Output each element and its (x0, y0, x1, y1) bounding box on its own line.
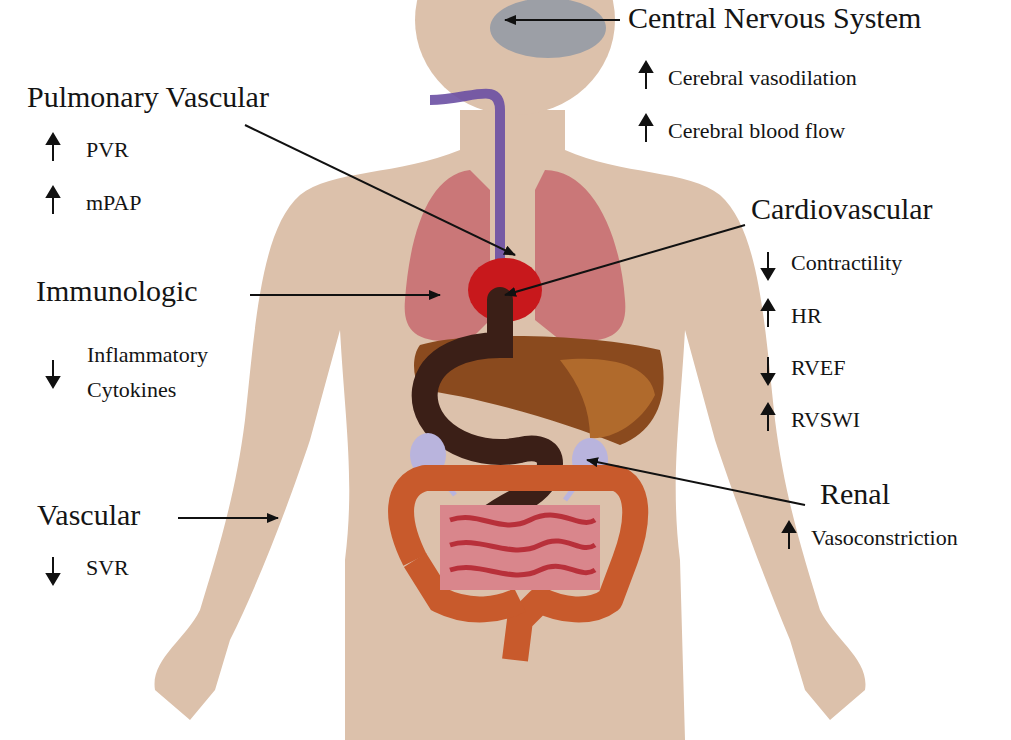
effect-label: Inflammatory Cytokines (87, 337, 252, 407)
effect-label: RVEF (791, 353, 845, 383)
effect-label: Cerebral vasodilation (668, 63, 857, 93)
effect-label: SVR (86, 553, 129, 583)
effect-label: Cerebral blood flow (668, 116, 845, 146)
effect-label: PVR (86, 135, 129, 165)
effect-label: RVSWI (791, 405, 860, 435)
system-heading: Cardiovascular (751, 191, 933, 227)
effect-label: HR (791, 301, 822, 331)
effect-label: mPAP (86, 188, 141, 218)
system-heading: Immunologic (36, 273, 198, 309)
system-heading: Pulmonary Vascular (27, 79, 269, 115)
system-heading: Renal (820, 476, 890, 512)
system-heading: Vascular (37, 497, 140, 533)
system-heading: Central Nervous System (628, 0, 921, 36)
effect-label: Contractility (791, 248, 902, 278)
effect-label: Vasoconstriction (811, 523, 958, 553)
